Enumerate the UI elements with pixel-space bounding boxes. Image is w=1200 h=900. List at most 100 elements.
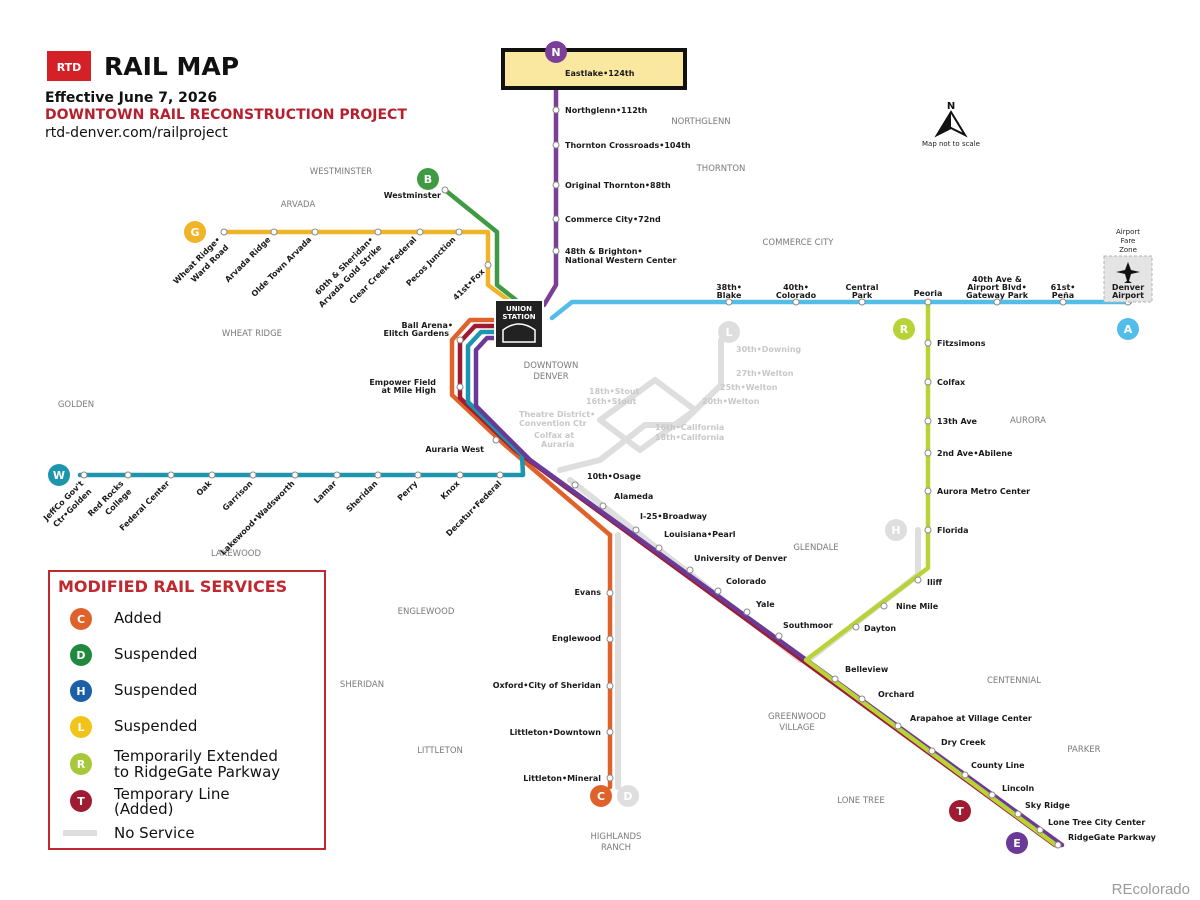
station-knox[interactable]: Knox <box>439 478 462 501</box>
badge-c[interactable] <box>590 785 612 807</box>
station-aurora-metro-center[interactable]: Aurora Metro Center <box>937 487 1030 496</box>
station-ridgegate-parkway[interactable]: RidgeGate Parkway <box>1068 833 1157 842</box>
station-dot[interactable] <box>571 481 579 489</box>
station-peoria[interactable]: Peoria <box>914 289 943 298</box>
station-ball-arena-2[interactable]: Elitch Gardens <box>383 329 449 338</box>
station-40th-colorado-1[interactable]: 40th• <box>783 283 809 292</box>
station-denver-airport-1[interactable]: Denver <box>1112 283 1144 292</box>
station-dot[interactable] <box>632 526 640 534</box>
station-dot[interactable] <box>792 298 800 306</box>
station-denver-airport-2[interactable]: Airport <box>1112 291 1144 300</box>
station-dot[interactable] <box>924 378 932 386</box>
station-littleton-mineral[interactable]: Littleton•Mineral <box>523 774 601 783</box>
station-38th-blake-2[interactable]: Blake <box>717 291 742 300</box>
station-dot[interactable] <box>606 635 614 643</box>
station-dot[interactable] <box>924 298 932 306</box>
badge-g[interactable] <box>184 221 206 243</box>
station-littleton-downtown[interactable]: Littleton•Downtown <box>510 728 602 737</box>
station-dot[interactable] <box>374 228 382 236</box>
station-dot[interactable] <box>311 228 319 236</box>
station-dot[interactable] <box>552 247 560 255</box>
station-yale[interactable]: Yale <box>755 600 775 609</box>
station-dot[interactable] <box>924 339 932 347</box>
station-dry-creek[interactable]: Dry Creek <box>941 738 986 747</box>
station-county-line[interactable]: County Line <box>971 761 1025 770</box>
station-dot[interactable] <box>80 471 88 479</box>
station-dot[interactable] <box>124 471 132 479</box>
station-belleview[interactable]: Belleview <box>845 665 889 674</box>
station-central-park-1[interactable]: Central <box>846 283 879 292</box>
station-dot[interactable] <box>914 576 922 584</box>
station-dot[interactable] <box>880 602 888 610</box>
station-61st-pena-2[interactable]: Peña <box>1052 291 1074 300</box>
station-dot[interactable] <box>606 728 614 736</box>
badge-r[interactable] <box>893 318 915 340</box>
station-dot[interactable] <box>686 566 694 574</box>
station-dot[interactable] <box>552 181 560 189</box>
station-dot[interactable] <box>775 632 783 640</box>
station-empower-field-1[interactable]: Empower Field <box>369 378 436 387</box>
station-2nd-ave-abilene[interactable]: 2nd Ave•Abilene <box>937 449 1013 458</box>
badge-a[interactable] <box>1117 318 1139 340</box>
station-evans[interactable]: Evans <box>574 588 601 597</box>
station-dot[interactable] <box>852 623 860 631</box>
station-dot[interactable] <box>714 587 722 595</box>
station-colfax[interactable]: Colfax <box>937 378 966 387</box>
station-auraria-west[interactable]: Auraria West <box>425 445 484 454</box>
station-central-park-2[interactable]: Park <box>852 291 873 300</box>
station-original-thornton[interactable]: Original Thornton•88th <box>565 181 671 190</box>
station-thornton-crossroads[interactable]: Thornton Crossroads•104th <box>565 141 691 150</box>
badge-n[interactable] <box>545 41 567 63</box>
station-dot[interactable] <box>993 298 1001 306</box>
station-dot[interactable] <box>606 682 614 690</box>
station-ball-arena-1[interactable]: Ball Arena• <box>401 321 453 330</box>
station-dot[interactable] <box>441 186 449 194</box>
station-lakewood-wadsworth[interactable]: Lakewood•Wadsworth <box>219 479 297 557</box>
station-dot[interactable] <box>606 589 614 597</box>
station-arapahoe[interactable]: Arapahoe at Village Center <box>910 714 1032 723</box>
station-colorado-se[interactable]: Colorado <box>726 577 767 586</box>
station-dot[interactable] <box>831 675 839 683</box>
station-dot[interactable] <box>655 544 663 552</box>
station-perry[interactable]: Perry <box>396 479 420 503</box>
station-dot[interactable] <box>858 695 866 703</box>
station-louisiana-pearl[interactable]: Louisiana•Pearl <box>664 530 736 539</box>
station-dot[interactable] <box>599 502 607 510</box>
station-dot[interactable] <box>988 791 996 799</box>
badge-t[interactable] <box>949 800 971 822</box>
station-oxford[interactable]: Oxford•City of Sheridan <box>493 681 602 690</box>
station-dot[interactable] <box>455 228 463 236</box>
station-61st-pena-1[interactable]: 61st• <box>1051 283 1076 292</box>
station-dot[interactable] <box>414 471 422 479</box>
station-48th-brighton[interactable]: 48th & Brighton• <box>565 247 643 256</box>
station-dot[interactable] <box>924 417 932 425</box>
station-dot[interactable] <box>270 228 278 236</box>
station-sky-ridge[interactable]: Sky Ridge <box>1025 801 1070 810</box>
badge-l[interactable] <box>718 321 740 343</box>
badge-b[interactable] <box>417 168 439 190</box>
project-url[interactable]: rtd-denver.com/railproject <box>45 125 228 141</box>
station-dot[interactable] <box>552 215 560 223</box>
station-dot[interactable] <box>456 336 464 344</box>
badge-w[interactable] <box>48 464 70 486</box>
station-fitzsimons[interactable]: Fitzsimons <box>937 339 986 348</box>
station-southmoor[interactable]: Southmoor <box>783 621 833 630</box>
station-10th-osage[interactable]: 10th•Osage <box>587 472 641 481</box>
station-dot[interactable] <box>484 261 492 269</box>
station-dayton[interactable]: Dayton <box>864 624 896 633</box>
station-westminster[interactable]: Westminster <box>384 191 441 200</box>
station-oak[interactable]: Oak <box>195 479 214 498</box>
station-40th-airport-2[interactable]: Airport Blvd• <box>967 283 1027 292</box>
station-dot[interactable] <box>1014 810 1022 818</box>
station-dot[interactable] <box>208 471 216 479</box>
station-dot[interactable] <box>1054 841 1062 849</box>
station-dot[interactable] <box>1059 298 1067 306</box>
station-dot[interactable] <box>492 436 500 444</box>
station-dot[interactable] <box>552 141 560 149</box>
station-dot[interactable] <box>291 471 299 479</box>
station-northglenn[interactable]: Northglenn•112th <box>565 106 648 115</box>
station-dot[interactable] <box>928 747 936 755</box>
station-iliff[interactable]: Iliff <box>927 578 942 587</box>
station-lone-tree-city-center[interactable]: Lone Tree City Center <box>1048 818 1145 827</box>
station-dot[interactable] <box>416 228 424 236</box>
